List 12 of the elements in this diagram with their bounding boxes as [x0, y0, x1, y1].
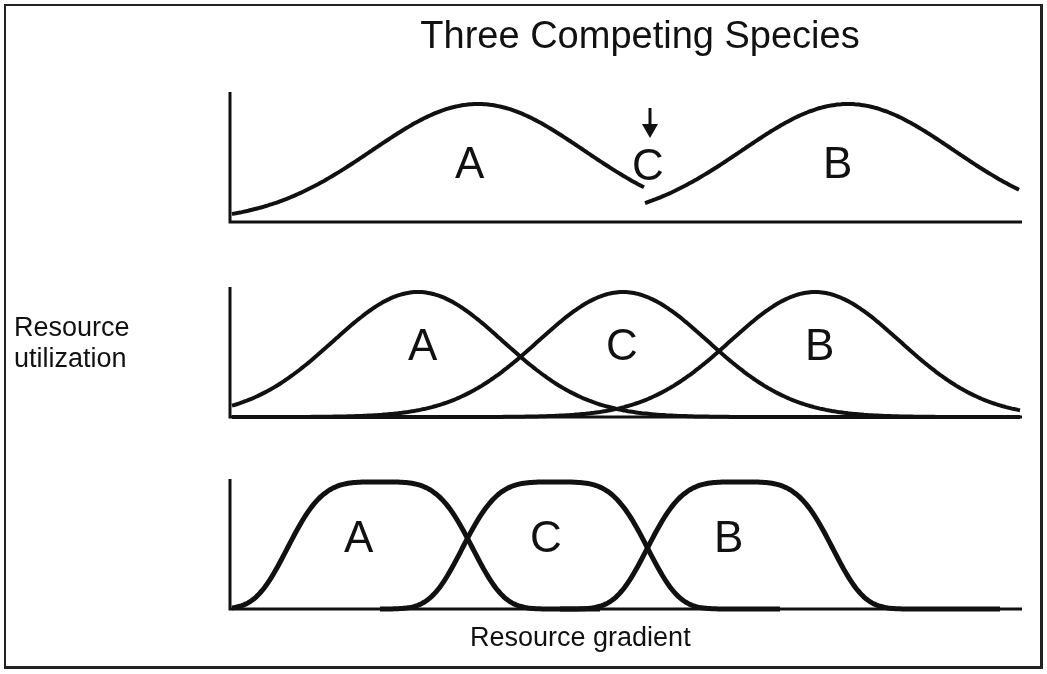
curve-label: B [805, 320, 835, 371]
diagram-title: Three Competing Species [419, 14, 861, 57]
axis-label: Resource gradient [470, 622, 691, 654]
curve-label: A [455, 138, 485, 189]
curve-label: A [344, 512, 374, 563]
curve-label: A [408, 320, 438, 371]
curve-label: C [530, 512, 562, 563]
axis-label: Resource utilization [14, 312, 131, 375]
curve-label: C [606, 320, 638, 371]
curve-label: C [632, 140, 664, 191]
curve-label: B [714, 512, 744, 563]
curve-label: B [823, 138, 853, 189]
